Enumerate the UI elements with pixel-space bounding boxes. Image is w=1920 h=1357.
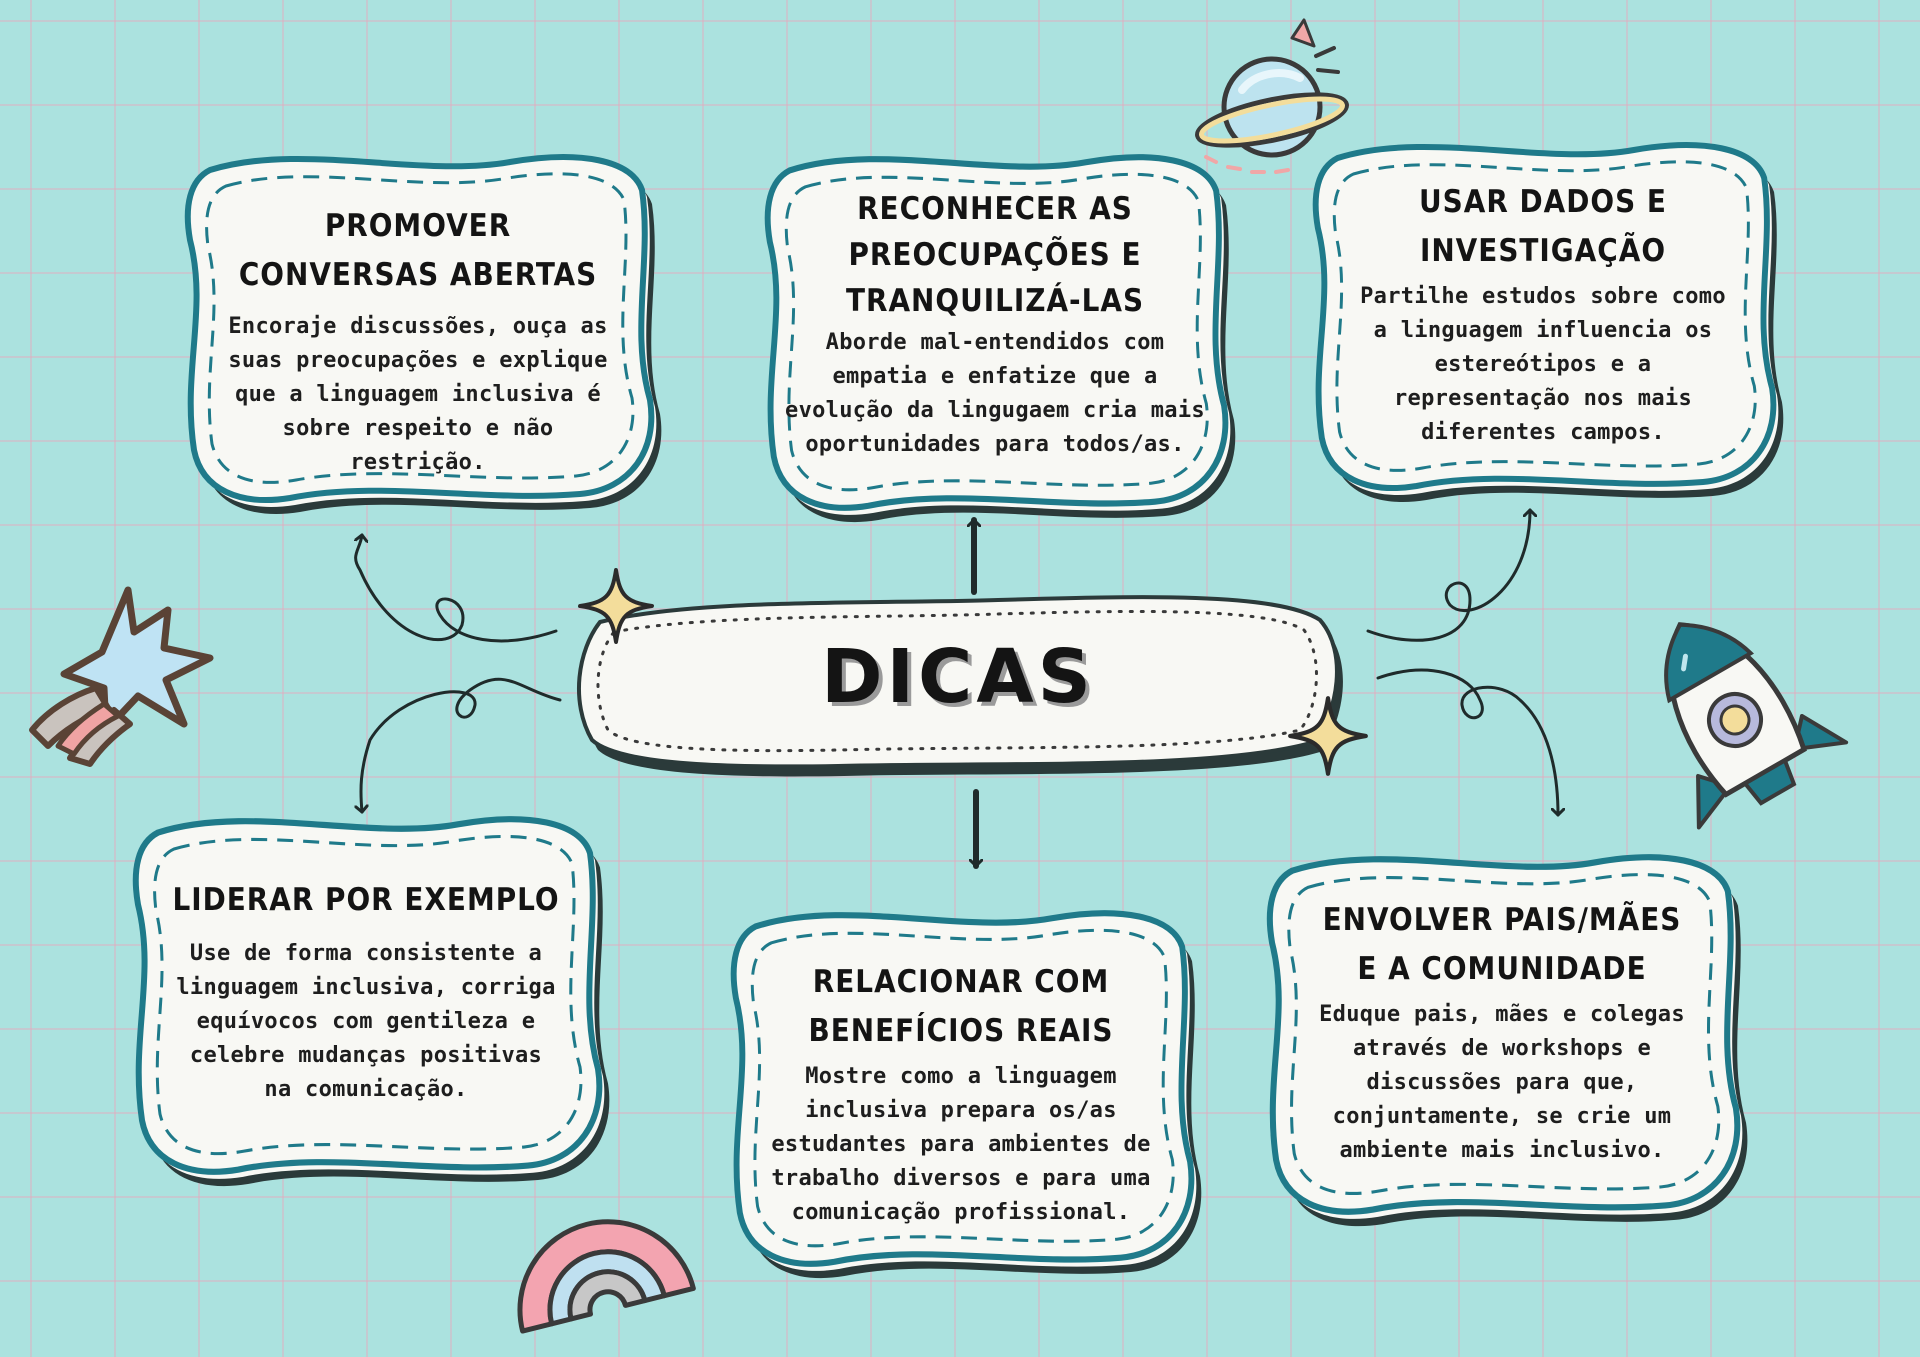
rocket-icon [1664,622,1849,830]
rainbow-icon [517,1219,696,1334]
arrow-to-promover [356,533,558,643]
card-title: LIDERAR POR EXEMPLO [172,882,560,918]
arrow-to-dados [1366,508,1530,642]
arrow-to-envolver [1376,668,1558,817]
shooting-star-icon [29,586,214,767]
center-title-box: DICAS [576,592,1343,777]
planet-icon [1195,18,1349,174]
sparkle-icon [1288,696,1368,776]
card-liderar: LIDERAR POR EXEMPLO Use de forma consist… [128,812,610,1187]
page-title: DICAS [821,634,1095,720]
sparkle-icon [578,568,654,644]
arrow-to-liderar [361,677,562,814]
